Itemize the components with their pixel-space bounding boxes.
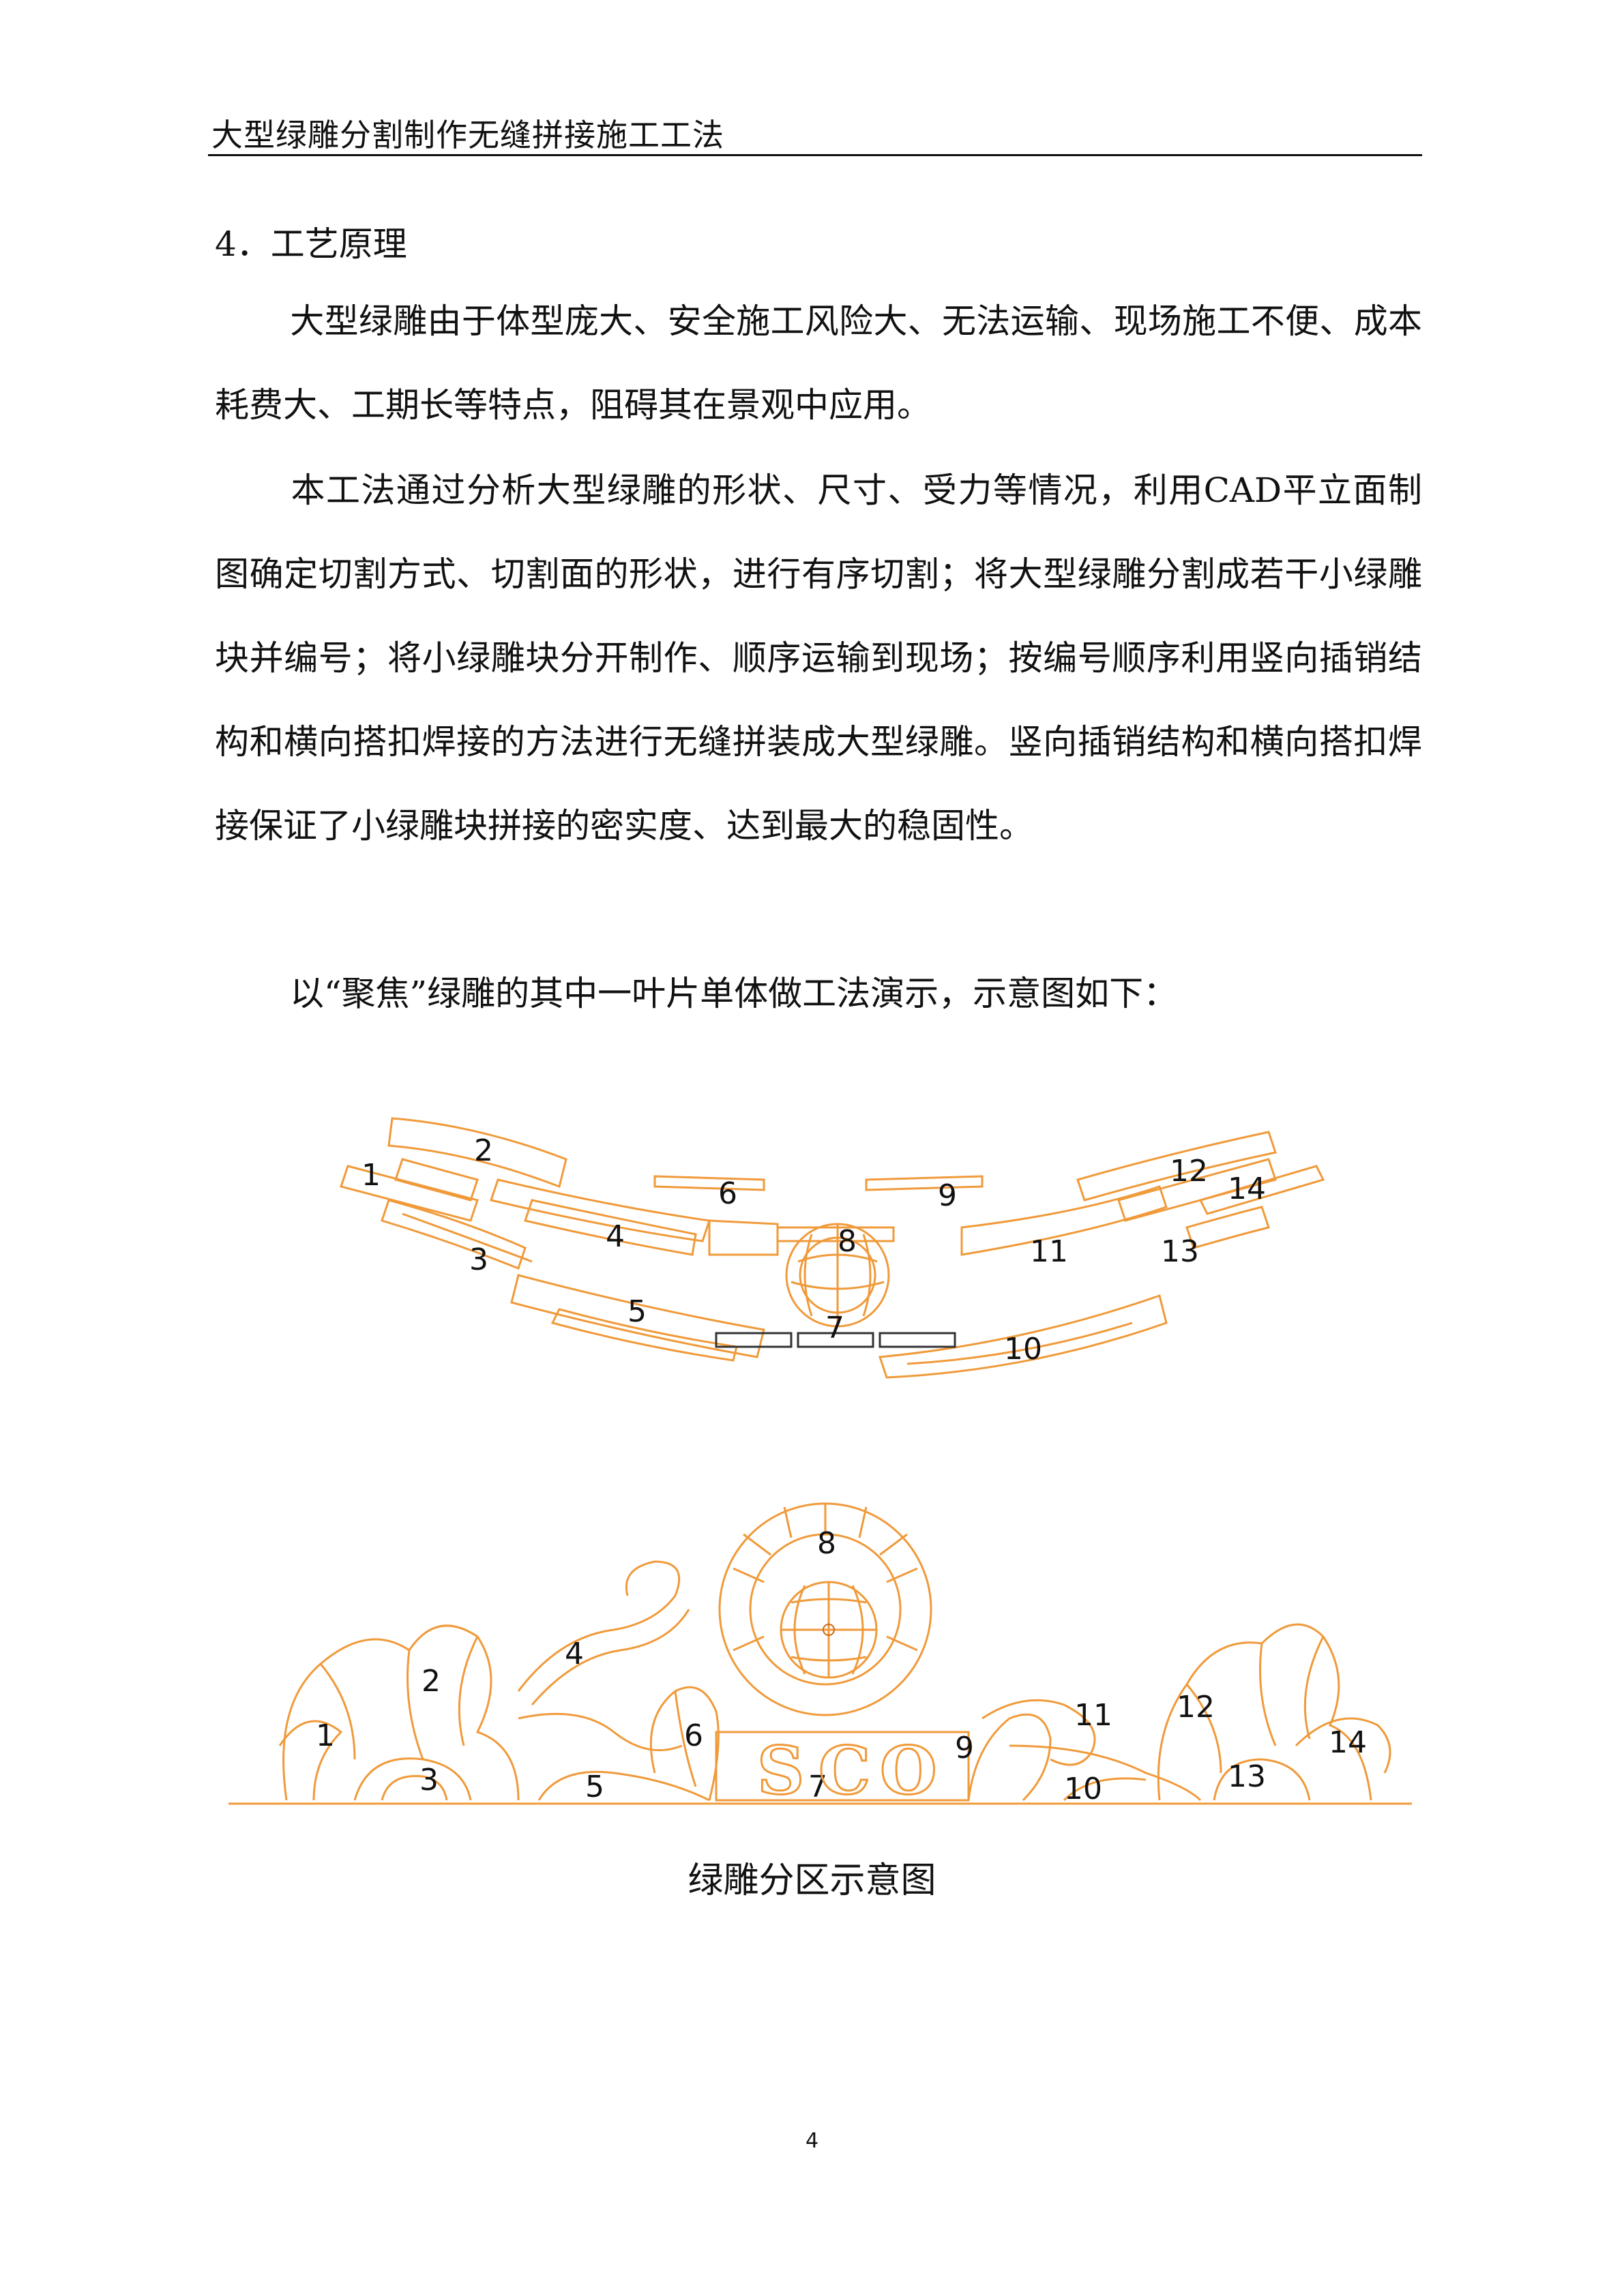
- paragraph-2: 本工法通过分析大型绿雕的形状、尺寸、受力等情况，利用CAD平立面制图确定切割方式…: [215, 449, 1422, 868]
- plan-label-8: 8: [838, 1224, 857, 1259]
- plan-label-12: 12: [1170, 1154, 1208, 1189]
- elev-label-10: 10: [1064, 1772, 1102, 1806]
- elev-label-6: 6: [684, 1718, 703, 1753]
- plan-label-13: 13: [1161, 1234, 1199, 1269]
- figure-caption: 绿雕分区示意图: [688, 1860, 936, 1901]
- elev-label-14: 14: [1329, 1725, 1367, 1760]
- sco-letter-s: S: [757, 1732, 804, 1809]
- elev-label-12: 12: [1177, 1690, 1215, 1725]
- section-heading: 4．工艺原理: [215, 224, 407, 264]
- sco-letter-o: O: [880, 1732, 937, 1809]
- plan-label-5: 5: [628, 1294, 647, 1329]
- page-number: 4: [805, 2129, 819, 2153]
- elev-label-9: 9: [955, 1731, 974, 1765]
- plan-label-6: 6: [718, 1176, 737, 1211]
- sco-letter-c: C: [818, 1732, 870, 1809]
- elev-label-13: 13: [1228, 1759, 1266, 1794]
- plan-label-11: 11: [1030, 1234, 1068, 1269]
- header-title: 大型绿雕分割制作无缝拼接施工工法: [211, 117, 724, 153]
- plan-label-10: 10: [1004, 1332, 1042, 1367]
- elev-label-3: 3: [419, 1763, 439, 1798]
- plan-label-9: 9: [938, 1178, 957, 1213]
- plan-label-1: 1: [361, 1158, 381, 1193]
- elev-label-2: 2: [422, 1664, 441, 1699]
- plan-label-2: 2: [474, 1133, 493, 1168]
- plan-label-4: 4: [606, 1219, 625, 1254]
- elev-label-8: 8: [817, 1526, 836, 1561]
- header-rule: [208, 154, 1422, 156]
- paragraph-3: 以“聚焦”绿雕的其中一叶片单体做工法演示，示意图如下：: [215, 952, 1422, 1036]
- elev-label-11: 11: [1074, 1698, 1112, 1733]
- plan-label-7: 7: [825, 1311, 844, 1345]
- paragraph-3-text: 以“聚焦”绿雕的其中一叶片单体做工法演示，示意图如下：: [290, 974, 1178, 1013]
- paragraph-2-text: 本工法通过分析大型绿雕的形状、尺寸、受力等情况，利用CAD平立面制图确定切割方式…: [215, 471, 1422, 846]
- elev-label-1: 1: [316, 1718, 335, 1753]
- plan-label-3: 3: [469, 1242, 488, 1277]
- plan-label-14: 14: [1228, 1172, 1266, 1206]
- elev-label-5: 5: [585, 1770, 604, 1804]
- paragraph-1: 大型绿雕由于体型庞大、安全施工风险大、无法运输、现场施工不便、成本耗费大、工期长…: [215, 280, 1422, 447]
- paragraph-1-text: 大型绿雕由于体型庞大、安全施工风险大、无法运输、现场施工不便、成本耗费大、工期长…: [215, 301, 1422, 425]
- elev-label-7: 7: [808, 1770, 827, 1804]
- elev-label-4: 4: [565, 1637, 584, 1671]
